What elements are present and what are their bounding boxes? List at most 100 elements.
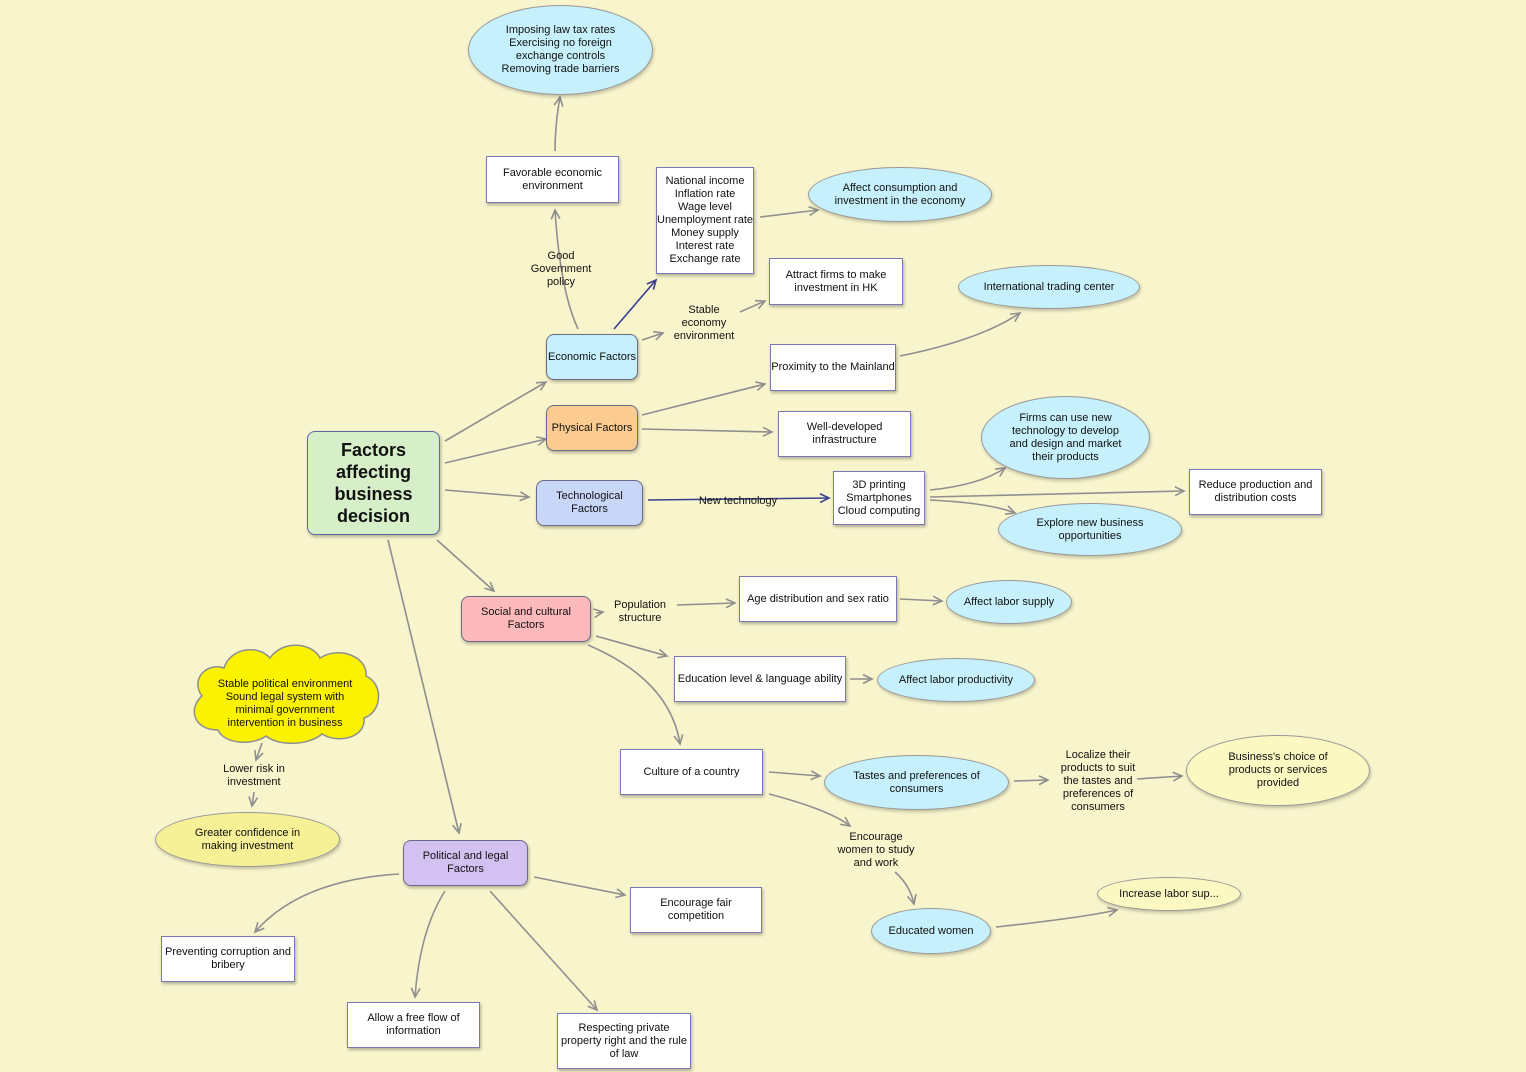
- edge-cloud-lowerrisk-arrowhead: [254, 749, 264, 762]
- edge-list-firms-arrowhead: [994, 467, 1007, 477]
- lower-risk-label: Lower risk in investment: [223, 763, 285, 788]
- edge-econ-indicators-arrowhead: [646, 278, 658, 290]
- educated-women-ellipse[interactable]: Educated women: [871, 908, 991, 954]
- international-trading-center-ellipse[interactable]: International trading center: [958, 265, 1140, 309]
- edge-favorable-trade: [554, 96, 561, 152]
- technological-factors-node[interactable]: Technological Factors: [536, 480, 643, 526]
- edge-tastes-localize-arrowhead: [1038, 775, 1050, 786]
- edge-main-social: [436, 539, 495, 592]
- edge-econ-stable: [641, 332, 664, 341]
- edge-stable-attract-arrowhead: [754, 299, 767, 310]
- edge-physical-infra: [641, 428, 773, 433]
- edge-localize-choice: [1136, 775, 1183, 780]
- education-level-box[interactable]: Education level & language ability: [674, 656, 846, 702]
- affect-labor-productivity-ellipse[interactable]: Affect labor productivity: [877, 658, 1035, 702]
- edge-favorable-trade-arrowhead: [553, 95, 564, 107]
- edge-main-physical: [444, 438, 547, 464]
- edge-political-fair-arrowhead: [615, 888, 627, 899]
- edge-women-labor: [995, 909, 1118, 928]
- free-flow-information-box[interactable]: Allow a free flow of information: [347, 1002, 480, 1048]
- edge-age-supply: [899, 598, 943, 602]
- edge-stable-attract: [739, 300, 766, 313]
- edge-main-tech: [444, 489, 530, 498]
- edge-list-reduce-arrowhead: [1174, 486, 1186, 497]
- edge-political-corruption: [254, 873, 400, 933]
- encourage-women-label: Encourage women to study and work: [837, 830, 915, 869]
- edge-econ-policy-arrowhead: [550, 208, 561, 220]
- edge-cloud-lowerrisk: [255, 742, 263, 761]
- edge-women-labor-arrowhead: [1107, 906, 1119, 917]
- edge-main-social-arrowhead: [484, 581, 496, 593]
- edge-population-age: [676, 602, 736, 606]
- business-choice-ellipse[interactable]: Business's choice of products or service…: [1186, 735, 1370, 806]
- edge-main-political: [387, 539, 460, 834]
- economic-factors-node[interactable]: Economic Factors: [546, 334, 638, 380]
- technology-list-box[interactable]: 3D printing Smartphones Cloud computing: [833, 471, 925, 525]
- edge-main-economic: [444, 381, 547, 442]
- edge-indicators-consumption-arrowhead: [808, 206, 820, 217]
- age-distribution-box[interactable]: Age distribution and sex ratio: [739, 576, 897, 622]
- physical-factors-node[interactable]: Physical Factors: [546, 405, 638, 451]
- affect-labor-supply-ellipse[interactable]: Affect labor supply: [946, 580, 1072, 624]
- edge-localize-choice-arrowhead: [1172, 771, 1184, 782]
- edge-culture-tastes: [768, 771, 821, 777]
- edge-indicators-consumption: [759, 209, 819, 218]
- edge-proximity-trading: [899, 312, 1021, 357]
- localize-products-label: Localize their products to suit the tast…: [1060, 748, 1136, 813]
- trade-policy-ellipse[interactable]: Imposing law tax rates Exercising no for…: [468, 5, 653, 95]
- social-cultural-factors-node[interactable]: Social and cultural Factors: [461, 596, 591, 642]
- favorable-economic-environment-box[interactable]: Favorable economic environment: [486, 156, 619, 203]
- culture-of-country-box[interactable]: Culture of a country: [620, 749, 763, 795]
- edge-political-corruption-arrowhead: [253, 922, 265, 934]
- edge-physical-infra-arrowhead: [762, 426, 774, 437]
- edge-social-culture-arrowhead: [673, 734, 684, 746]
- edge-age-supply-arrowhead: [932, 595, 944, 606]
- increase-labor-supply-ellipse[interactable]: Increase labor sup...: [1097, 877, 1241, 911]
- firms-new-technology-ellipse[interactable]: Firms can use new technology to develop …: [981, 396, 1150, 479]
- edge-culture-encourage: [768, 793, 851, 827]
- edge-main-economic-arrowhead: [535, 381, 548, 391]
- edge-political-property: [489, 890, 598, 1011]
- proximity-mainland-box[interactable]: Proximity to the Mainland: [770, 344, 896, 391]
- good-government-policy-label: Good Government policy: [530, 249, 592, 288]
- cloud-shape: [193, 644, 380, 744]
- edge-tech-list: [647, 497, 830, 501]
- edge-proximity-trading-arrowhead: [1009, 312, 1022, 322]
- edge-lowerrisk-confidence: [251, 791, 255, 807]
- edge-main-political-arrowhead: [452, 823, 462, 835]
- edge-social-population-arrowhead: [593, 608, 605, 619]
- reduce-costs-box[interactable]: Reduce production and distribution costs: [1189, 469, 1322, 515]
- edge-political-freeflow-arrowhead: [410, 987, 421, 999]
- greater-confidence-ellipse[interactable]: Greater confidence in making investment: [155, 812, 340, 867]
- edge-encourage-women: [894, 871, 915, 905]
- edge-main-tech-arrowhead: [519, 491, 531, 502]
- edge-list-reduce: [929, 490, 1185, 498]
- edge-encourage-women-arrowhead: [906, 894, 917, 906]
- infrastructure-box[interactable]: Well-developed infrastructure: [778, 411, 911, 457]
- encourage-fair-competition-box[interactable]: Encourage fair competition: [630, 887, 762, 933]
- edge-lowerrisk-confidence-arrowhead: [248, 796, 259, 808]
- edge-tastes-localize: [1013, 779, 1049, 782]
- main-topic[interactable]: Factors affecting business decision: [307, 431, 440, 535]
- attract-firms-box[interactable]: Attract firms to make investment in HK: [769, 258, 903, 305]
- edge-political-property-arrowhead: [587, 1000, 599, 1012]
- population-structure-label: Population structure: [614, 599, 666, 624]
- edge-population-age-arrowhead: [725, 598, 737, 609]
- affect-consumption-ellipse[interactable]: Affect consumption and investment in the…: [808, 167, 992, 222]
- edge-econ-indicators: [613, 279, 657, 330]
- tastes-preferences-ellipse[interactable]: Tastes and preferences of consumers: [824, 755, 1009, 810]
- political-legal-factors-node[interactable]: Political and legal Factors: [403, 840, 528, 886]
- edge-list-firms: [929, 467, 1006, 491]
- new-business-opportunities-ellipse[interactable]: Explore new business opportunities: [998, 503, 1182, 556]
- economic-indicators-box[interactable]: National income Inflation rate Wage leve…: [656, 167, 754, 274]
- edge-social-education-arrowhead: [657, 648, 669, 659]
- property-rights-box[interactable]: Respecting private property right and th…: [557, 1013, 691, 1069]
- prevent-corruption-box[interactable]: Preventing corruption and bribery: [161, 936, 295, 982]
- stable-political-environment-cloud[interactable]: Stable political environment Sound legal…: [217, 678, 353, 729]
- edge-list-opportunities: [929, 499, 1016, 514]
- edge-physical-proximity-arrowhead: [755, 381, 767, 392]
- edge-political-freeflow: [414, 890, 446, 998]
- edge-social-culture: [587, 644, 681, 745]
- edge-physical-proximity: [641, 383, 766, 416]
